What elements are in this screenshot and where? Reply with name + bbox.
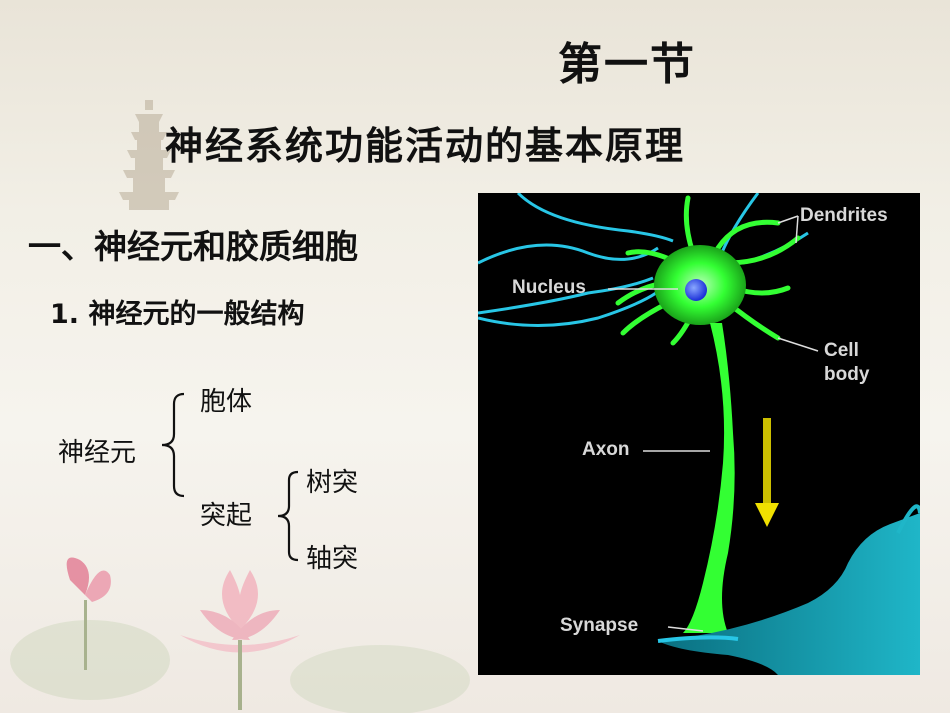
slide-title: 神经系统功能活动的基本原理 [165, 123, 686, 168]
tree-root-neuron: 神经元 [58, 438, 137, 468]
tree-node-process: 突起 [200, 501, 253, 531]
section-heading: 一、神经元和胶质细胞 [28, 227, 358, 266]
pagoda-image [119, 100, 179, 210]
neuron-illustration [478, 193, 920, 675]
label-cell-body-line2: body [824, 364, 870, 385]
neuron-diagram: Dendrites Nucleus Cell body Axon Synapse [478, 193, 920, 675]
signal-direction-arrow [755, 418, 779, 527]
label-dendrites: Dendrites [800, 205, 888, 226]
label-axon: Axon [582, 439, 630, 460]
brace-icon [277, 470, 299, 562]
postsynaptic-cell [658, 513, 920, 675]
label-cell-body: Cell body [824, 339, 869, 387]
label-nucleus: Nucleus [512, 277, 586, 298]
brace-icon [161, 392, 185, 498]
nucleus [685, 279, 707, 301]
label-synapse: Synapse [560, 615, 639, 636]
axon [683, 323, 735, 633]
chapter-heading: 第一节 [558, 39, 696, 90]
tree-node-axon: 轴突 [306, 544, 359, 574]
label-cell-body-line1: Cell [824, 340, 859, 361]
subsection-heading: 1. 神经元的一般结构 [50, 299, 305, 330]
lotus-image [10, 557, 470, 713]
tree-node-dendrite: 树突 [306, 468, 359, 498]
tree-node-soma: 胞体 [200, 387, 253, 417]
